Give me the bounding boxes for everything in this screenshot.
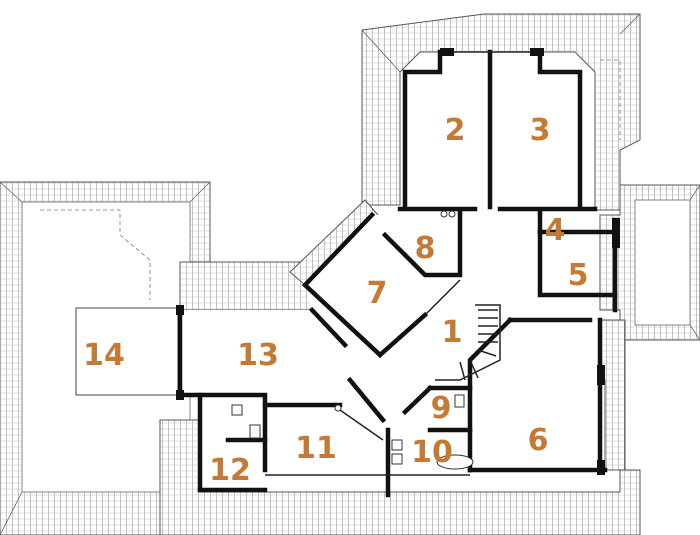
stove-icon <box>334 404 342 412</box>
roof-areas <box>0 13 700 535</box>
sink-icon <box>391 453 403 465</box>
room-label-11: 11 <box>295 431 337 466</box>
room-label-13: 13 <box>237 338 279 373</box>
stove-icon <box>448 210 456 218</box>
room-label-14: 14 <box>83 338 125 373</box>
roof-right-inner <box>634 199 691 326</box>
toilet-icon <box>454 394 465 408</box>
room-label-5: 5 <box>568 258 589 293</box>
floor-areas <box>180 72 600 490</box>
room-label-12: 12 <box>209 453 251 488</box>
toilet-icon <box>249 424 261 439</box>
room-label-1: 1 <box>442 315 463 350</box>
room-label-6: 6 <box>528 423 549 458</box>
bathtub-icon <box>436 454 474 470</box>
room-label-10: 10 <box>411 435 453 470</box>
room-label-3: 3 <box>530 113 551 148</box>
room-label-4: 4 <box>545 213 566 248</box>
roof-top-center <box>361 13 641 211</box>
roof-right-lower <box>599 319 626 471</box>
room-label-2: 2 <box>445 113 466 148</box>
room-label-8: 8 <box>415 231 436 266</box>
sink-icon <box>231 404 243 416</box>
walls <box>177 49 618 498</box>
room-label-7: 7 <box>367 276 388 311</box>
stove-icon <box>440 210 448 218</box>
sink-icon <box>391 439 403 451</box>
pillars <box>176 48 620 475</box>
staircase <box>435 304 501 381</box>
room-labels: 2 3 4 5 8 7 1 13 14 6 9 10 11 12 <box>83 113 588 488</box>
room-label-9: 9 <box>431 391 452 426</box>
fixtures <box>231 210 474 470</box>
